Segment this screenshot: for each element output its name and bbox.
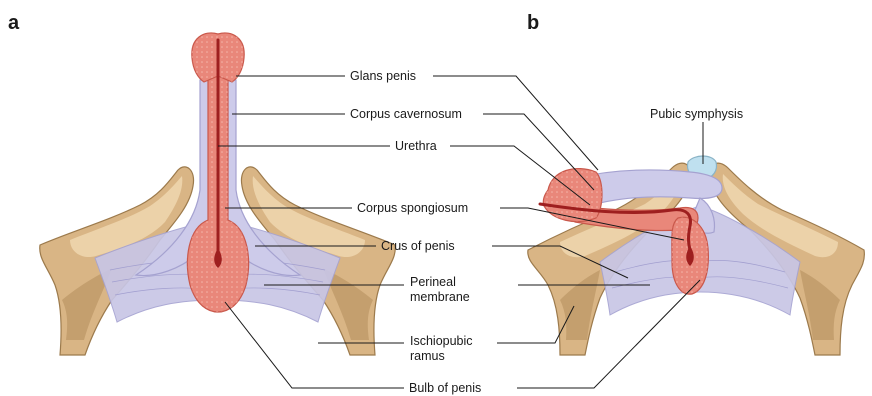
label-ischiopubic-ramus-line2: ramus (410, 349, 445, 363)
panel-a-letter: a (8, 12, 20, 34)
label-ischiopubic-ramus-line1: Ischiopubic (410, 334, 473, 348)
label-corpus-cavernosum: Corpus cavernosum (350, 107, 462, 121)
label-crus-of-penis: Crus of penis (381, 239, 455, 253)
label-corpus-spongiosum: Corpus spongiosum (357, 201, 468, 215)
panel-b: b (433, 12, 864, 388)
panel-a: a (8, 12, 404, 388)
label-bulb-of-penis: Bulb of penis (409, 381, 481, 395)
label-pubic-symphysis: Pubic symphysis (650, 107, 743, 121)
label-glans-penis: Glans penis (350, 69, 416, 83)
label-urethra: Urethra (395, 139, 437, 153)
label-perineal-membrane-line1: Perineal (410, 275, 456, 289)
panel-b-letter: b (527, 12, 539, 34)
label-perineal-membrane-line2: membrane (410, 290, 470, 304)
